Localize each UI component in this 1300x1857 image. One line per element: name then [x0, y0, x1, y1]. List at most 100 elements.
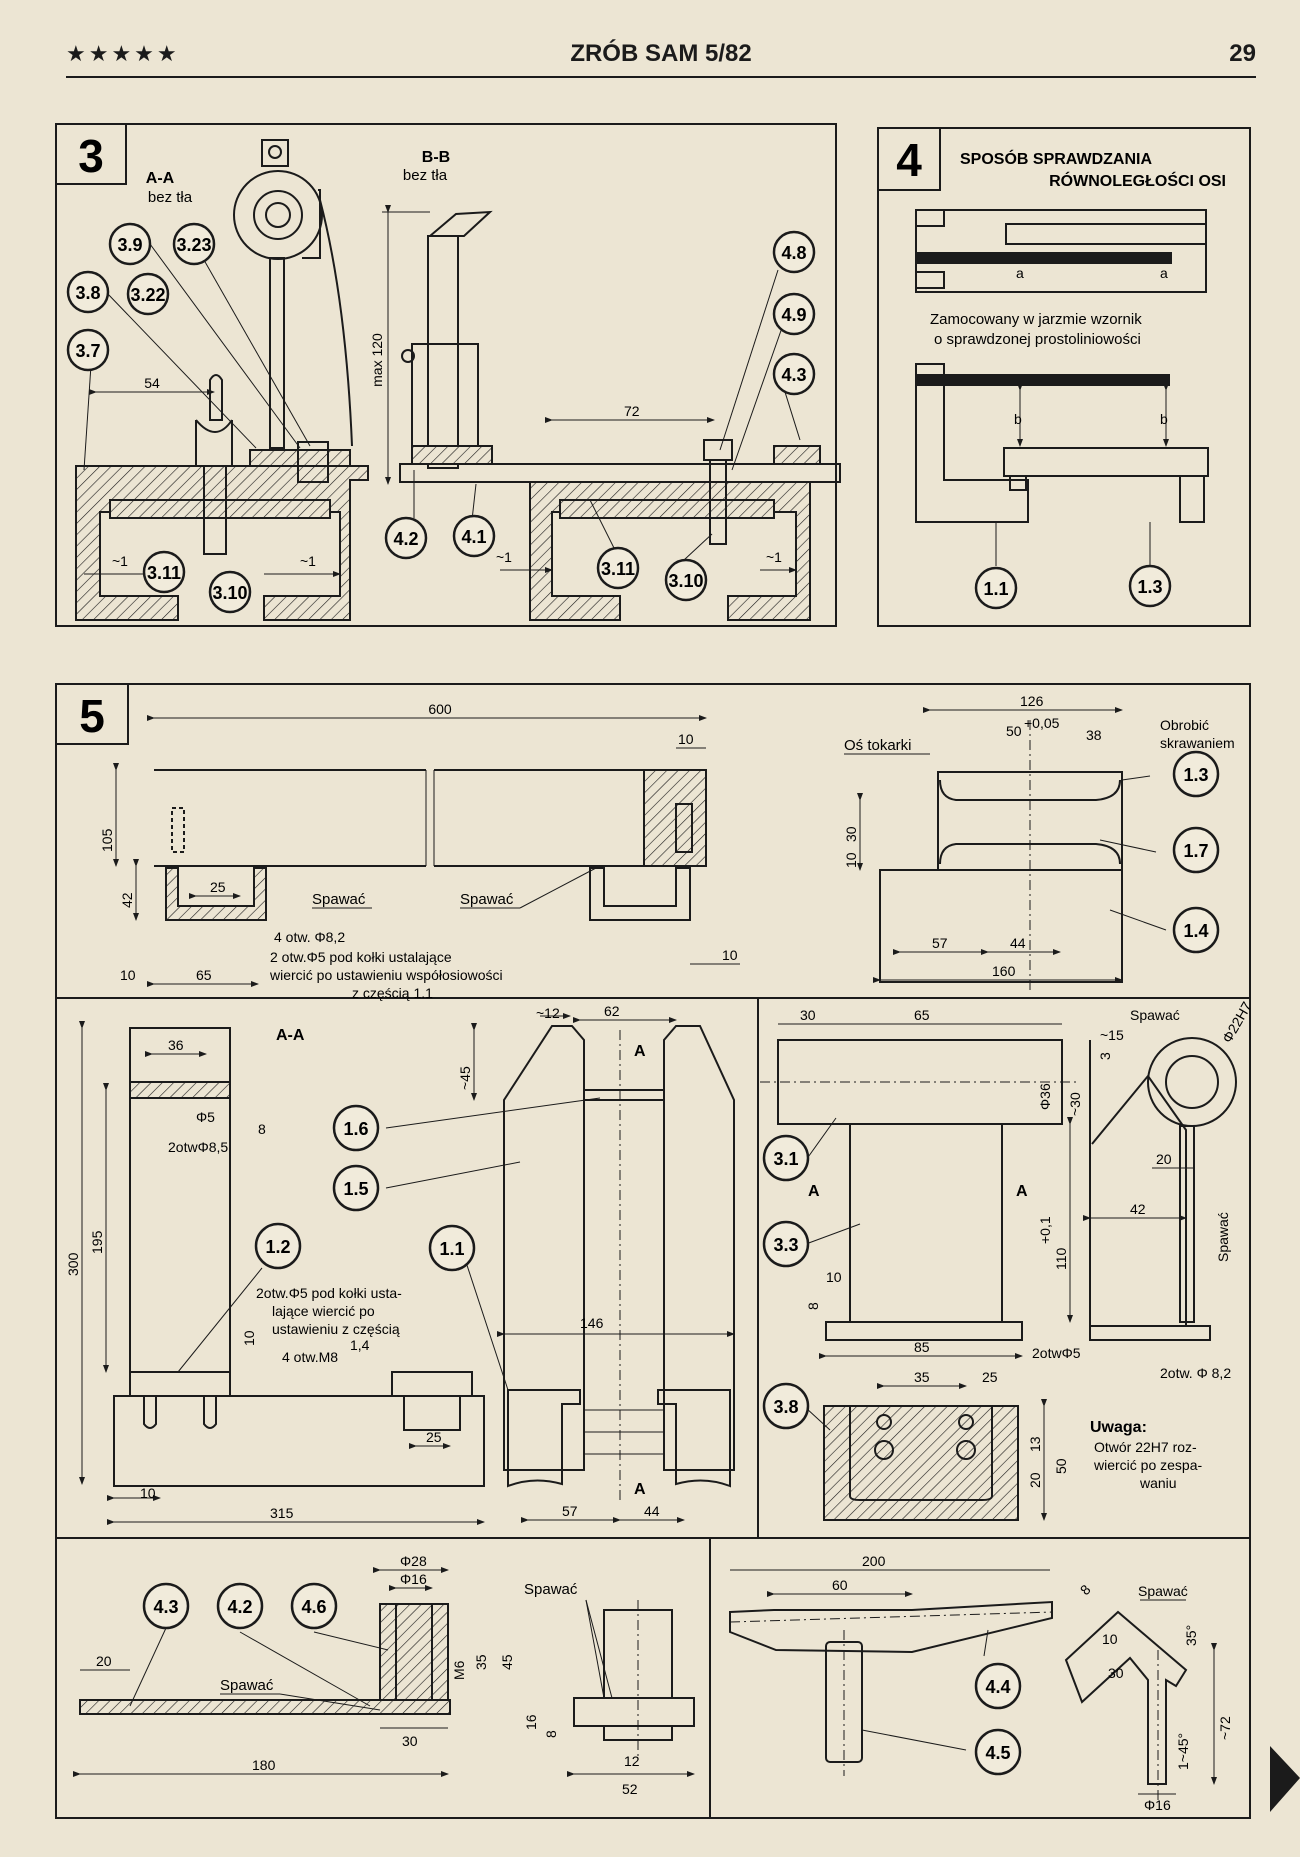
- svg-text:200: 200: [862, 1553, 886, 1569]
- svg-text:2 otw.Φ5 pod kołki ustalające: 2 otw.Φ5 pod kołki ustalające: [270, 949, 452, 965]
- svg-text:~12: ~12: [536, 1005, 560, 1021]
- svg-text:A-A: A-A: [276, 1027, 305, 1044]
- svg-text:20: 20: [96, 1653, 112, 1669]
- svg-text:~45: ~45: [457, 1066, 473, 1090]
- svg-text:8: 8: [805, 1302, 821, 1310]
- svg-text:A: A: [808, 1183, 820, 1200]
- callout-3-8: 3.8: [66, 270, 110, 314]
- section-aa-note: bez tła: [148, 189, 193, 206]
- svg-text:315: 315: [270, 1505, 294, 1521]
- svg-text:Φ16: Φ16: [400, 1571, 427, 1587]
- svg-text:10: 10: [140, 1485, 156, 1501]
- svg-text:3.22: 3.22: [130, 285, 165, 305]
- callout-1-1: 1.1: [428, 1224, 476, 1272]
- dim-a: a: [1016, 265, 1024, 281]
- svg-text:105: 105: [99, 828, 115, 852]
- figure-4-number: 4: [896, 134, 922, 186]
- callout-3-23: 3.23: [172, 222, 216, 266]
- svg-text:1.1: 1.1: [439, 1239, 464, 1259]
- callout-1-3: 1.3: [1128, 564, 1172, 608]
- svg-text:Φ5: Φ5: [196, 1109, 215, 1125]
- svg-text:4.2: 4.2: [393, 529, 418, 549]
- svg-text:wiercić po ustawieniu współosi: wiercić po ustawieniu współosiowości: [269, 967, 503, 983]
- tool-post-parts-drawing: Φ28 Φ16 M6 35 45 20 30 180 Spawać Spawać…: [73, 1553, 695, 1797]
- dim-b: b: [1014, 411, 1022, 427]
- svg-text:10: 10: [722, 947, 738, 963]
- svg-text:10: 10: [241, 1330, 257, 1346]
- weld-label: Spawać: [312, 891, 366, 908]
- dim-approx-1: ~1: [112, 553, 128, 569]
- figure-3-number: 3: [78, 130, 104, 182]
- callout-3-9: 3.9: [108, 222, 152, 266]
- svg-text:36: 36: [168, 1037, 184, 1053]
- weld-label: Spawać: [460, 891, 514, 908]
- svg-text:20: 20: [1156, 1151, 1172, 1167]
- svg-text:1.6: 1.6: [343, 1119, 368, 1139]
- callout-1-6: 1.6: [332, 1104, 380, 1152]
- svg-text:4.4: 4.4: [985, 1677, 1010, 1697]
- slide-plate-left: [109, 499, 331, 519]
- svg-text:25: 25: [426, 1429, 442, 1445]
- callout-3-1: 3.1: [762, 1134, 810, 1182]
- callout-3-22: 3.22: [126, 272, 170, 316]
- bb-bolt: [709, 459, 727, 545]
- svg-text:1~45°: 1~45°: [1175, 1733, 1191, 1770]
- callout-4-5: 4.5: [974, 1728, 1022, 1776]
- svg-text:50: 50: [1006, 723, 1022, 739]
- figure-4-title-line2: RÓWNOLEGŁOŚCI OSI: [1049, 171, 1226, 190]
- svg-text:3.11: 3.11: [601, 559, 635, 579]
- svg-text:4.6: 4.6: [301, 1597, 326, 1617]
- svg-text:13: 13: [1027, 1436, 1043, 1452]
- svg-text:57: 57: [932, 935, 948, 951]
- svg-text:Φ28: Φ28: [400, 1553, 427, 1569]
- callout-1-7: 1.7: [1172, 826, 1220, 874]
- dim-a: a: [1160, 265, 1168, 281]
- section-bb-note: bez tła: [403, 167, 448, 184]
- svg-text:+0,1: +0,1: [1037, 1216, 1053, 1244]
- callout-3-8: 3.8: [762, 1382, 810, 1430]
- svg-text:50: 50: [1053, 1458, 1069, 1474]
- svg-text:10: 10: [678, 731, 694, 747]
- svg-text:4.2: 4.2: [227, 1597, 252, 1617]
- template-note-line2: o sprawdzonej prostoliniowości: [934, 331, 1141, 348]
- svg-text:45: 45: [499, 1654, 515, 1670]
- svg-text:Φ36: Φ36: [1037, 1083, 1053, 1110]
- callout-3-11: 3.11: [596, 546, 640, 590]
- svg-text:3.7: 3.7: [75, 341, 100, 361]
- svg-text:60: 60: [832, 1577, 848, 1593]
- svg-text:85: 85: [914, 1339, 930, 1355]
- page-number: 29: [1229, 40, 1256, 67]
- svg-text:25: 25: [982, 1369, 998, 1385]
- section-bb-label: B-B: [422, 149, 450, 166]
- svg-text:44: 44: [1010, 935, 1026, 951]
- svg-text:Φ16: Φ16: [1144, 1797, 1171, 1813]
- svg-text:A: A: [634, 1043, 646, 1060]
- svg-text:30: 30: [1108, 1665, 1124, 1681]
- svg-text:ustawieniu z częścią: ustawieniu z częścią: [272, 1321, 400, 1337]
- dim-max-120: max 120: [369, 333, 385, 387]
- svg-text:Otwór 22H7 roz-: Otwór 22H7 roz-: [1094, 1439, 1197, 1455]
- template-note-line1: Zamocowany w jarzmie wzornik: [930, 311, 1142, 328]
- callout-1-4: 1.4: [1172, 906, 1220, 954]
- callout-3-3: 3.3: [762, 1220, 810, 1268]
- svg-text:1,4: 1,4: [350, 1337, 370, 1353]
- svg-text:180: 180: [252, 1757, 276, 1773]
- svg-text:2otw.Φ5 pod kołki usta-: 2otw.Φ5 pod kołki usta-: [256, 1285, 402, 1301]
- svg-text:wiercić po zespa-: wiercić po zespa-: [1093, 1457, 1202, 1473]
- svg-text:2otwΦ5: 2otwΦ5: [1032, 1345, 1081, 1361]
- svg-text:38: 38: [1086, 727, 1102, 743]
- svg-text:4.9: 4.9: [781, 305, 806, 325]
- svg-text:65: 65: [914, 1007, 930, 1023]
- svg-text:3.10: 3.10: [668, 571, 703, 591]
- callout-3-11: 3.11: [142, 550, 186, 594]
- dim-b: b: [1160, 411, 1168, 427]
- section-aa-label: A-A: [146, 170, 175, 187]
- svg-text:30: 30: [800, 1007, 816, 1023]
- weld-label: Spawać: [1215, 1212, 1231, 1262]
- weld-label: Spawać: [524, 1581, 578, 1598]
- weld-label: Spawać: [1138, 1583, 1188, 1599]
- callout-3-10: 3.10: [664, 558, 708, 602]
- svg-text:30: 30: [843, 826, 859, 842]
- callout-4-8: 4.8: [772, 230, 816, 274]
